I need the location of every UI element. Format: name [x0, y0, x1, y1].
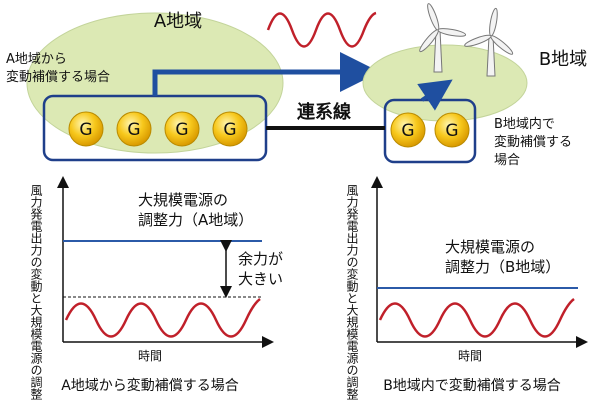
chart-a-capacity-label-line2: 調整力（A地域） [138, 211, 253, 229]
chart-b-y-axis-label: 風力発電出力の変動と大規模電源の調整力 [345, 184, 359, 400]
chart-a-margin-label-line1: 余力が [238, 250, 283, 268]
chart-a-wind-fluctuation-wave [64, 298, 261, 338]
a-to-b-transfer-arrow [152, 52, 380, 96]
wind-turbine-icon [419, 3, 467, 73]
chart-a-margin-label-line2: 大きい [238, 270, 283, 288]
generator-icon: G [390, 112, 426, 148]
region-a-generators: G G G G [68, 111, 248, 147]
interconnection-label: 連系線 [297, 101, 351, 123]
region-a-note-line2: 変動補償する場合 [6, 69, 110, 85]
chart-a-capacity-label-line1: 大規模電源の [138, 191, 228, 209]
generator-icon: G [434, 112, 470, 148]
region-b-generators: G G [390, 112, 470, 148]
chart-b-capacity-label-line2: 調整力（B地域） [445, 258, 560, 276]
chart-a-caption: A地域から変動補償する場合 [61, 377, 239, 394]
wind-turbine-icon [464, 7, 514, 77]
svg-text:G: G [175, 120, 188, 140]
chart-b: 風力発電出力の変動と大規模電源の調整力 時間 大規模電源の 調整力（B地域） B… [345, 176, 588, 400]
chart-b-caption: B地域内で変動補償する場合 [383, 377, 561, 394]
region-b-note-line2: 変動補償する [494, 134, 572, 150]
region-a-note-line1: A地域から [6, 52, 67, 67]
chart-a-y-axis-label: 風力発電出力の変動と大規模電源の調整力 [29, 184, 43, 400]
svg-text:G: G [127, 120, 140, 140]
region-b-title: B地域 [539, 49, 587, 70]
region-b-note-line3: 場合 [494, 153, 520, 168]
chart-a: 風力発電出力の変動と大規模電源の調整力 時間 大規模電源の 調整力（A地域） 余… [29, 176, 283, 400]
chart-b-x-axis-label: 時間 [458, 349, 482, 363]
svg-text:G: G [445, 121, 458, 141]
svg-text:G: G [79, 120, 92, 140]
b-local-balancing-arrow [417, 79, 453, 111]
generator-icon: G [212, 111, 248, 147]
region-a-title: A地域 [154, 11, 202, 32]
svg-text:G: G [223, 120, 236, 140]
generator-icon: G [164, 111, 200, 147]
svg-text:G: G [401, 121, 414, 141]
generator-icon: G [68, 111, 104, 147]
chart-a-x-axis-label: 時間 [138, 349, 162, 363]
chart-b-wind-fluctuation-wave [378, 298, 575, 338]
wind-fluctuation-wave-icon [266, 11, 377, 48]
chart-b-capacity-label-line1: 大規模電源の [445, 238, 535, 256]
region-b-note-line1: B地域内で [494, 116, 555, 132]
generator-icon: G [116, 111, 152, 147]
